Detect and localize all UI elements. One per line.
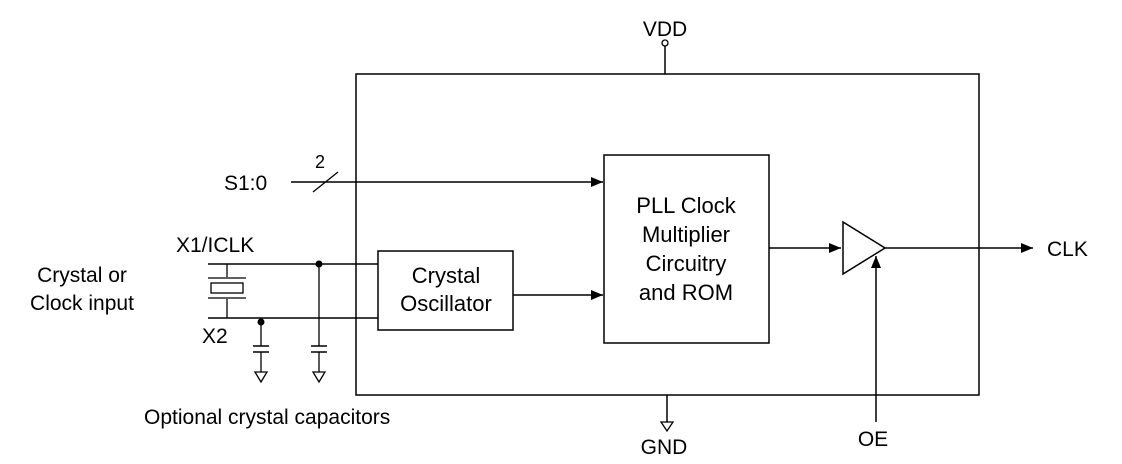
x2-label: X2: [202, 325, 228, 348]
x1-capacitor-icon: [311, 264, 327, 384]
select-label: S1:0: [224, 172, 267, 195]
bus-slash: [312, 171, 339, 193]
oe-label: OE: [858, 428, 888, 451]
x2-line: X2: [202, 317, 378, 348]
select-bus: S1:0 2: [224, 152, 603, 195]
oscillator-label-line-2: Oscillator: [400, 291, 492, 316]
pll-label-line-1: PLL Clock: [636, 193, 736, 218]
oscillator-block: Crystal Oscillator: [377, 250, 514, 331]
clk-label: CLK: [1047, 238, 1088, 261]
oe-input: OE: [858, 256, 888, 451]
vdd-pin: VDD: [643, 18, 687, 74]
gnd-pin: GND: [641, 395, 688, 459]
gnd-ground-symbol: [659, 421, 675, 433]
pll-block: PLL Clock Multiplier Circuitry and ROM: [603, 154, 770, 344]
x1-ground-icon: [311, 371, 327, 384]
x1-line: X1/ICLK: [176, 234, 378, 268]
optional-capacitors-label: Optional crystal capacitors: [144, 406, 390, 429]
bus-width-label: 2: [315, 152, 325, 172]
clk-output: CLK: [885, 238, 1088, 261]
pll-label-line-2: Multiplier: [642, 222, 730, 247]
pll-label-line-3: Circuitry: [646, 251, 727, 276]
crystal-input-label-line-1: Crystal or: [37, 264, 127, 287]
vdd-label: VDD: [643, 18, 687, 41]
x1-label: X1/ICLK: [176, 234, 254, 257]
output-buffer: [842, 220, 887, 276]
x2-ground-icon: [253, 371, 269, 384]
gnd-label: GND: [641, 436, 688, 459]
crystal-input-label-line-2: Clock input: [30, 292, 134, 315]
x2-capacitor-icon: [253, 322, 269, 384]
vdd-terminal: [661, 39, 669, 47]
pll-label-line-4: and ROM: [639, 280, 733, 305]
oscillator-label-line-1: Crystal: [412, 263, 480, 288]
crystal-icon: [208, 264, 246, 318]
